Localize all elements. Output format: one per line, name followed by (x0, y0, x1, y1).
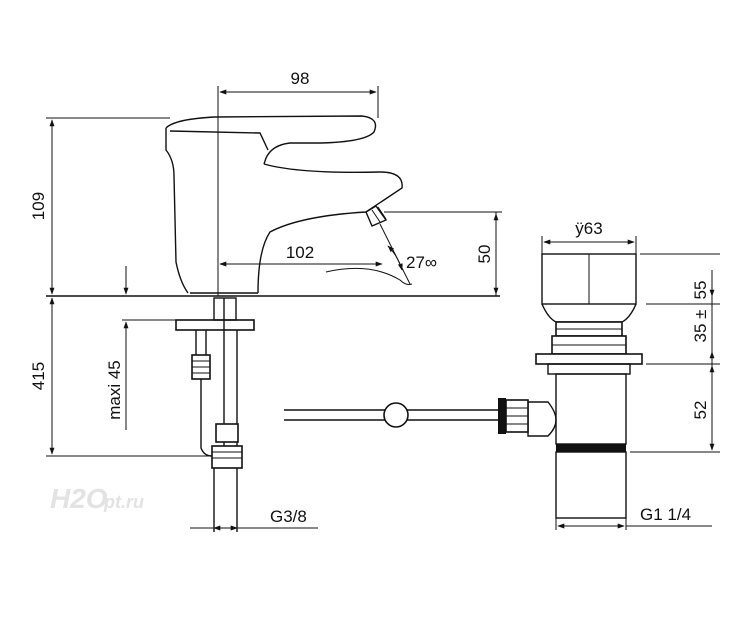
dim-55: 55 (691, 281, 710, 300)
dim-102: 102 (286, 243, 314, 262)
faucet-side-view (46, 115, 500, 532)
dim-98: 98 (291, 69, 310, 88)
dim-angle: 27∞ (406, 253, 437, 272)
left-dimensions: 98 109 102 27∞ 50 415 maxi 45 G3/8 (29, 69, 502, 531)
dim-52: 52 (691, 401, 710, 420)
dim-diameter: ÿ63 (575, 219, 602, 238)
dim-50: 50 (475, 245, 494, 264)
aerator (365, 205, 388, 227)
waste-flange (535, 353, 643, 365)
waste-body (555, 373, 627, 445)
dim-415: 415 (29, 362, 48, 390)
faucet-lever (165, 115, 377, 165)
mounting-nut-plate (175, 319, 255, 331)
waste-valve-view (284, 253, 643, 519)
svg-text:pt.ru: pt.ru (103, 492, 144, 512)
faucet-body (165, 128, 189, 294)
flex-hose (195, 330, 207, 355)
hose-fitting (215, 423, 239, 443)
waste-tailpiece (555, 451, 627, 519)
dim-g114: G1 1/4 (640, 505, 691, 524)
right-dimensions: ÿ63 55 35 ± 52 G1 1/4 (541, 219, 720, 530)
svg-text:H2O: H2O (50, 483, 108, 514)
dim-109: 109 (29, 192, 48, 220)
dim-g38: G3/8 (270, 507, 307, 526)
dim-maxi-45: maxi 45 (105, 360, 124, 420)
watermark-logo: H2O pt.ru (50, 483, 144, 514)
dim-35: 35 ± (691, 310, 710, 343)
